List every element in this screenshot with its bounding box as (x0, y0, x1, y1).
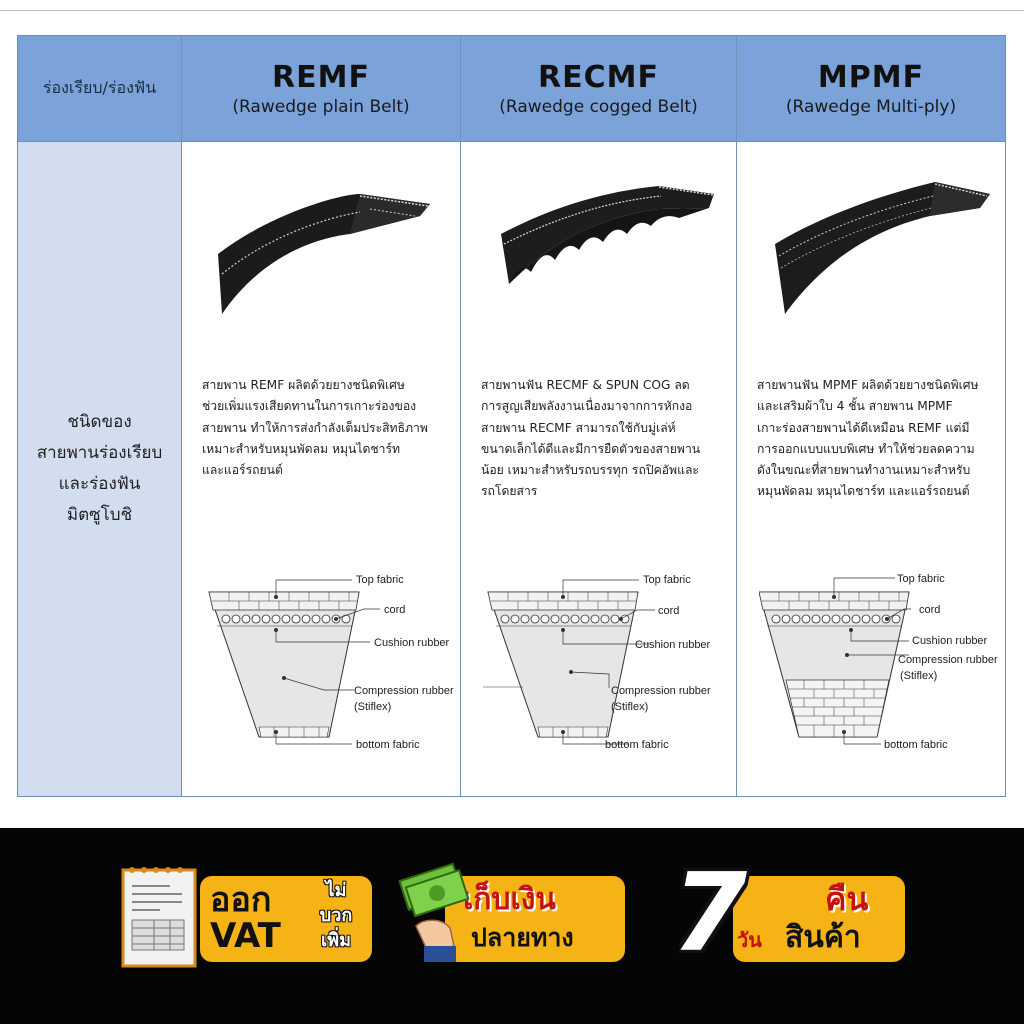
row-label-line: สายพานร่องเรียบ (36, 443, 163, 463)
header-remf: REMF (Rawedge plain Belt) (181, 35, 461, 142)
label-compression-rubber: Compression rubber (898, 654, 998, 666)
vat-badge: ออก VAT ไม่ บวก เพิ่ม (200, 876, 372, 962)
cell-recmf: สายพานฟัน RECMF & SPUN COG ลด การสูญเสีย… (460, 141, 737, 797)
label-top-fabric: Top fabric (897, 573, 945, 585)
row-label-line: และร่องฟัน (58, 474, 141, 494)
row-label-cell: ชนิดของ สายพานร่องเรียบ และร่องฟัน มิตซู… (17, 141, 182, 797)
return-day-label: วัน (737, 928, 762, 952)
return-subtitle: สินค้า (785, 920, 861, 955)
belt-description: สายพานฟัน RECMF & SPUN COG ลด การสูญเสีย… (481, 375, 733, 503)
label-stiflex: (Stiflex) (611, 701, 648, 713)
belt-comparison-table: ร่องเรียบ/ร่องฟัน REMF (Rawedge plain Be… (17, 35, 1006, 797)
label-stiflex: (Stiflex) (900, 670, 937, 682)
header-label: ร่องเรียบ/ร่องฟัน (42, 78, 157, 97)
desc-line: ช่วยเพิ่มแรงเสียดทานในการเกาะร่องของ (202, 399, 417, 414)
cod-badge: เก็บเงิน ปลายทาง (445, 876, 625, 962)
label-cord: cord (384, 604, 405, 616)
label-cord: cord (919, 604, 940, 616)
belt-code: REMF (272, 59, 370, 95)
label-cushion-rubber: Cushion rubber (374, 637, 450, 649)
desc-line: น้อย เหมาะสำหรับรถบรรทุก รถปิคอัพและ (481, 463, 699, 478)
mpmf-belt-image (775, 182, 990, 314)
invoice-icon (121, 867, 197, 968)
desc-line: และแอร์รถยนต์ (202, 463, 283, 478)
header-recmf: RECMF (Rawedge cogged Belt) (460, 35, 737, 142)
return-badge: คืน วัน สินค้า (733, 876, 905, 962)
label-stiflex: (Stiflex) (354, 701, 391, 713)
vat-side-line: บวก (319, 905, 353, 926)
desc-line: สายพานฟัน RECMF & SPUN COG ลด (481, 378, 690, 392)
belt-subtitle: (Rawedge plain Belt) (232, 96, 410, 117)
desc-line: สายพานฟัน MPMF ผลิตด้วยยางชนิดพิเศษ (757, 378, 979, 392)
row-label-line: มิตซูโบชิ (66, 505, 133, 525)
cell-mpmf: สายพานฟัน MPMF ผลิตด้วยยางชนิดพิเศษ และเ… (736, 141, 1009, 797)
belt-code: RECMF (538, 59, 659, 95)
desc-line: และเสริมผ้าใบ 4 ชั้น สายพาน MPMF (757, 399, 953, 414)
belt-subtitle: (Rawedge Multi-ply) (785, 96, 957, 117)
desc-line: สายพาน ทำให้การส่งกำลังเต็มประสิทธิภาพ (202, 420, 428, 435)
header-label-cell: ร่องเรียบ/ร่องฟัน (17, 35, 182, 142)
vat-side-line: เพิ่ม (321, 930, 351, 951)
desc-line: สายพาน RECMF สามารถใช้กับมู่เล่ห์ (481, 420, 676, 435)
return-days-number: 7 (672, 851, 748, 976)
cell-remf: สายพาน REMF ผลิตด้วยยางชนิดพิเศษ ช่วยเพิ… (181, 141, 461, 797)
row-label-line: ชนิดของ (67, 412, 132, 432)
remf-cross-section-diagram: Top fabric cord Cushion rubber Compressi… (208, 574, 454, 751)
recmf-cross-section-diagram: Top fabric cord Cushion rubber Compressi… (483, 574, 711, 751)
return-title: คืน (825, 880, 869, 918)
belt-description: สายพาน REMF ผลิตด้วยยางชนิดพิเศษ ช่วยเพิ… (202, 375, 454, 481)
label-top-fabric: Top fabric (643, 574, 691, 586)
vat-side-line: ไม่ (325, 880, 347, 901)
label-bottom-fabric: bottom fabric (884, 739, 948, 751)
label-compression-rubber: Compression rubber (354, 685, 454, 697)
desc-line: ดังในขณะที่สายพานทำงานเหมาะสำหรับ (757, 463, 971, 478)
cod-title: เก็บเงิน (463, 882, 556, 917)
desc-line: เกาะร่องสายพานได้ดีเหมือน REMF แต่มี (757, 420, 970, 435)
label-cord: cord (658, 605, 679, 617)
recmf-belt-image (501, 186, 714, 284)
label-cushion-rubber: Cushion rubber (912, 635, 988, 647)
desc-line: ขนาดเล็กได้ดีและมีการยืดตัวของสายพาน (481, 441, 701, 456)
belt-code: MPMF (817, 59, 925, 95)
mpmf-cross-section-diagram: Top fabric cord Cushion rubber Compressi… (759, 573, 998, 751)
vat-main-text: ออก VAT (210, 882, 281, 954)
vat-main-line: ออก (210, 880, 272, 920)
desc-line: หมุนพัดลม หมุนไดชาร์ท และแอร์รถยนต์ (757, 484, 970, 499)
header-mpmf: MPMF (Rawedge Multi-ply) (736, 35, 1006, 142)
label-bottom-fabric: bottom fabric (356, 739, 420, 751)
desc-line: การออกแบบแบบพิเศษ ทำให้ช่วยลดความ (757, 441, 975, 456)
label-compression-rubber: Compression rubber (611, 685, 711, 697)
label-bottom-fabric: bottom fabric (605, 739, 669, 751)
vat-side-text: ไม่ บวก เพิ่ม (304, 878, 368, 953)
top-divider (0, 10, 1024, 11)
label-top-fabric: Top fabric (356, 574, 404, 586)
desc-line: เหมาะสำหรับหมุนพัดลม หมุนไดชาร์ท (202, 441, 401, 456)
remf-belt-image (218, 194, 430, 314)
desc-line: รถโดยสาร (481, 484, 538, 499)
desc-line: สายพาน REMF ผลิตด้วยยางชนิดพิเศษ (202, 378, 405, 392)
vat-main-line: VAT (210, 916, 281, 956)
cash-hand-icon (398, 862, 470, 962)
cod-subtitle: ปลายทาง (471, 923, 574, 952)
desc-line: การสูญเสียพลังงานเนื่องมาจากการหักงอ (481, 399, 693, 414)
belt-description: สายพานฟัน MPMF ผลิตด้วยยางชนิดพิเศษ และเ… (757, 375, 1009, 503)
label-cushion-rubber: Cushion rubber (635, 639, 711, 651)
belt-subtitle: (Rawedge cogged Belt) (499, 96, 698, 117)
